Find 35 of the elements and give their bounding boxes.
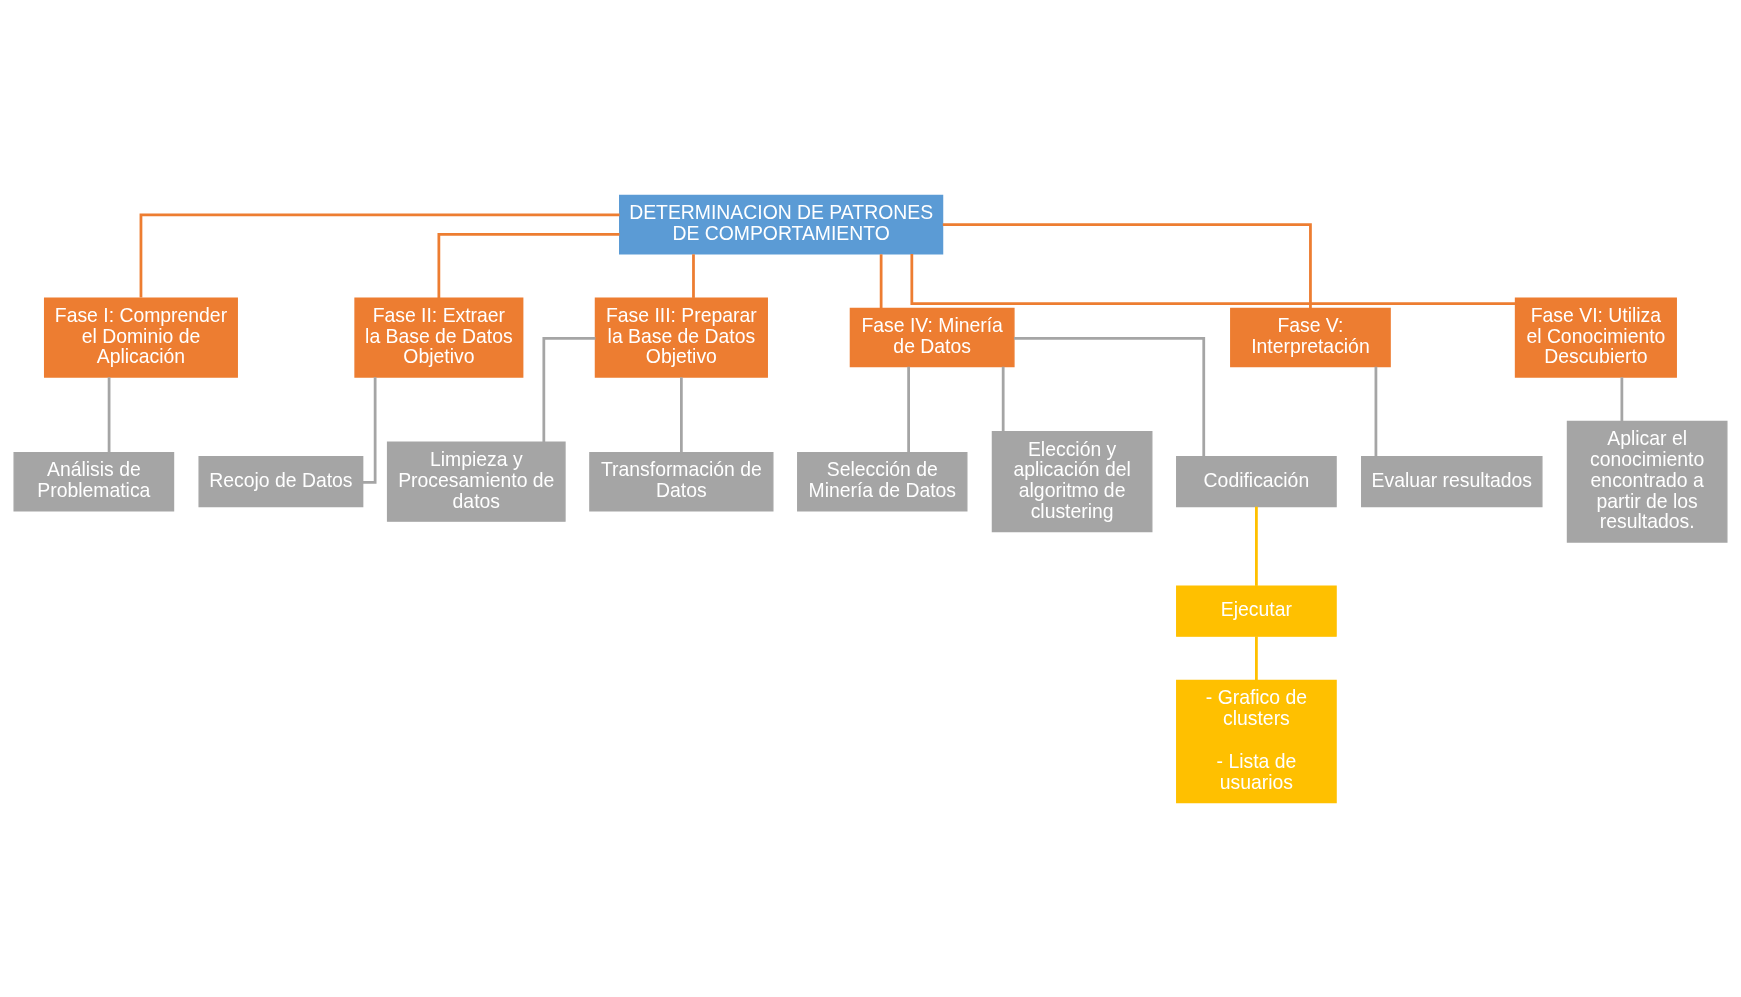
connector [907, 366, 910, 453]
connector [437, 232, 620, 298]
node-box: Elección y aplicación del algoritmo de clustering [991, 430, 1153, 532]
node-box: Aplicar el conocimiento encontrado a partir de los resultados. [1566, 420, 1728, 543]
connector [879, 253, 883, 308]
node-box: Fase II: Extraer la Base de Datos Objetivo [354, 296, 524, 378]
node-box: Recojo de Datos [198, 455, 364, 507]
node-box: Análisis de Problematica [13, 451, 175, 511]
node-box: - Grafico de clusters - Lista de usuarios [1176, 679, 1337, 803]
node-box: Fase VI: Utiliza el Conocimiento Descubierto [1514, 296, 1677, 378]
connector [139, 213, 620, 297]
node-box: Fase IV: Minería de Datos [849, 307, 1015, 367]
node-box: Ejecutar [1176, 585, 1337, 637]
connector [542, 336, 596, 442]
connector [1255, 635, 1258, 680]
connector [679, 376, 683, 453]
connector [107, 376, 111, 453]
connector [1001, 366, 1005, 432]
connector [1014, 336, 1206, 457]
node-box: Evaluar resultados [1361, 455, 1543, 507]
node-box: Transformación de Datos [589, 451, 774, 511]
node-box: Fase I: Comprender el Dominio de Aplicación [43, 296, 238, 378]
node-box: Codificación [1176, 455, 1337, 507]
node-box: DETERMINACION DE PATRONES DE COMPORTAMIENTO [619, 194, 944, 254]
connector [1255, 506, 1258, 586]
connector [362, 376, 377, 484]
connector [1374, 366, 1378, 456]
node-box: Fase III: Preparar la Base de Datos Objetivo [594, 296, 768, 378]
connector [692, 253, 695, 298]
node-box: Limpieza y Procesamiento de datos [386, 441, 566, 522]
node-box: Fase V: Interpretación [1230, 307, 1391, 367]
connector [942, 222, 1312, 308]
connector [1620, 376, 1624, 421]
node-box: Selección de Minería de Datos [797, 451, 968, 511]
connector [910, 253, 1516, 305]
